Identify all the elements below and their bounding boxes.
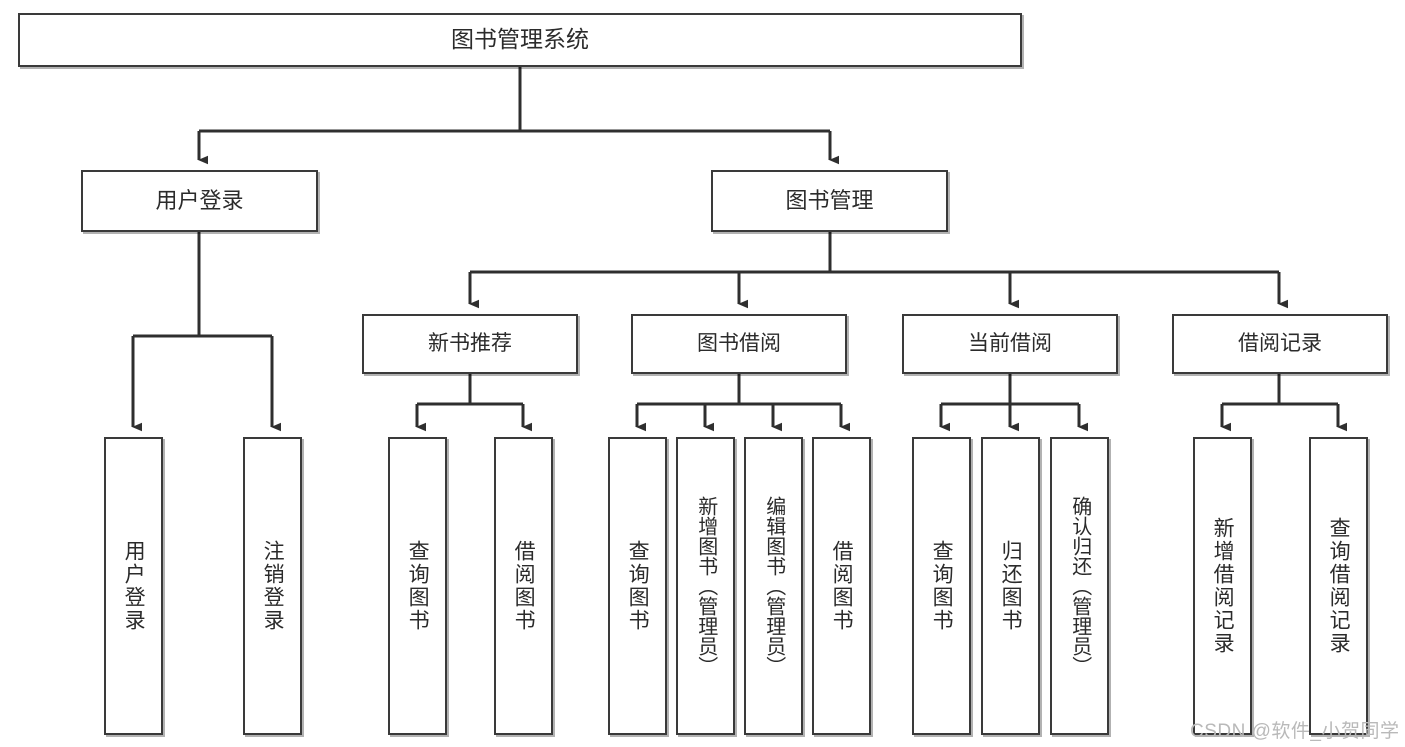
leaf-edit-book-admin[interactable]: 编辑图书（管理员）: [744, 437, 803, 735]
node-new-book-recommend-label: 新书推荐: [428, 332, 512, 356]
leaf-edit-book-admin-label: 编辑图书（管理员）: [762, 496, 785, 676]
leaf-logout[interactable]: 注销登录: [243, 437, 302, 735]
node-book-borrow[interactable]: 图书借阅: [631, 314, 847, 374]
node-book-management[interactable]: 图书管理: [711, 170, 948, 232]
node-book-management-label: 图书管理: [785, 187, 874, 213]
node-root-label: 图书管理系统: [451, 26, 589, 53]
leaf-query-books-current-label: 查询图书: [930, 540, 954, 632]
node-user-login-label: 用户登录: [155, 187, 244, 213]
leaf-confirm-return-admin-label: 确认归还（管理员）: [1068, 496, 1091, 676]
node-borrow-record-label: 借阅记录: [1238, 332, 1322, 356]
node-user-login[interactable]: 用户登录: [81, 170, 318, 232]
leaf-borrow-books-borrow-label: 借阅图书: [830, 540, 854, 632]
node-current-borrow-label: 当前借阅: [968, 332, 1052, 356]
leaf-logout-label: 注销登录: [261, 540, 285, 632]
leaf-borrow-books-recommend[interactable]: 借阅图书: [494, 437, 553, 735]
node-book-borrow-label: 图书借阅: [697, 332, 781, 356]
leaf-confirm-return-admin[interactable]: 确认归还（管理员）: [1050, 437, 1109, 735]
leaf-add-borrow-record[interactable]: 新增借阅记录: [1193, 437, 1252, 735]
leaf-return-books[interactable]: 归还图书: [981, 437, 1040, 735]
leaf-borrow-books-recommend-label: 借阅图书: [512, 540, 536, 632]
leaf-return-books-label: 归还图书: [999, 540, 1023, 632]
node-borrow-record[interactable]: 借阅记录: [1172, 314, 1388, 374]
leaf-query-borrow-record[interactable]: 查询借阅记录: [1309, 437, 1368, 735]
leaf-borrow-books-borrow[interactable]: 借阅图书: [812, 437, 871, 735]
leaf-query-books-borrow-label: 查询图书: [626, 540, 650, 632]
leaf-query-books-current[interactable]: 查询图书: [912, 437, 971, 735]
csdn-watermark: CSDN @软件_小贺同学: [1190, 721, 1400, 742]
node-new-book-recommend[interactable]: 新书推荐: [362, 314, 578, 374]
node-root[interactable]: 图书管理系统: [18, 13, 1022, 67]
leaf-query-books-recommend-label: 查询图书: [406, 540, 430, 632]
leaf-add-borrow-record-label: 新增借阅记录: [1211, 517, 1235, 655]
leaf-query-borrow-record-label: 查询借阅记录: [1327, 517, 1351, 655]
leaf-add-book-admin[interactable]: 新增图书（管理员）: [676, 437, 735, 735]
leaf-query-books-recommend[interactable]: 查询图书: [388, 437, 447, 735]
leaf-user-login-label: 用户登录: [122, 540, 146, 632]
leaf-query-books-borrow[interactable]: 查询图书: [608, 437, 667, 735]
leaf-add-book-admin-label: 新增图书（管理员）: [694, 496, 717, 676]
leaf-user-login[interactable]: 用户登录: [104, 437, 163, 735]
node-current-borrow[interactable]: 当前借阅: [902, 314, 1118, 374]
